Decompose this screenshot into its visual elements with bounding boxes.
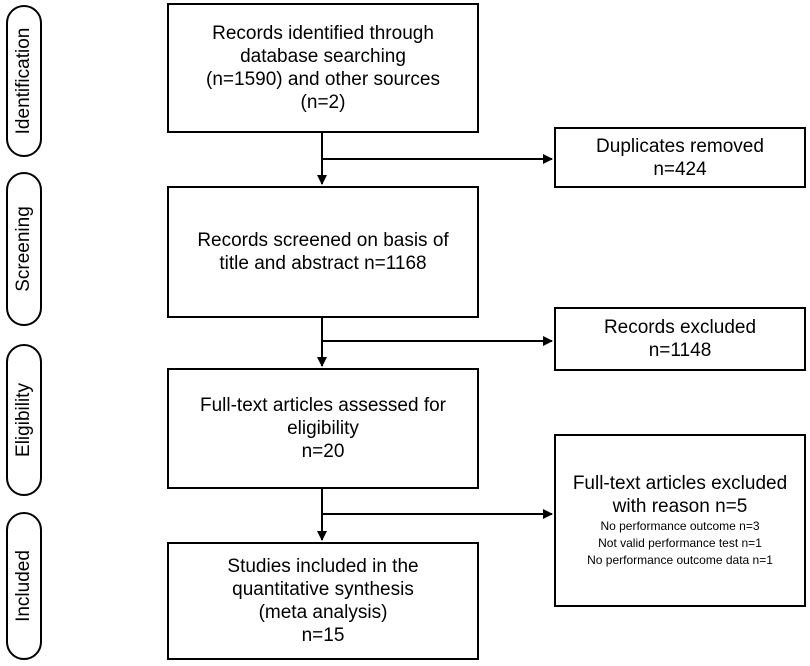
assessed-line-2: eligibility <box>287 418 359 439</box>
fulltext-excluded-line-1: Full-text articles excluded <box>572 473 788 494</box>
included-line-3: (meta analysis) <box>258 602 388 623</box>
assessed-line-3: n=20 <box>301 441 345 462</box>
exclusion-reason-3: No performance outcome data n=1 <box>587 553 773 567</box>
box-records-excluded: Records excluded n=1148 <box>554 307 806 371</box>
excluded-line-1: Records excluded <box>603 317 757 338</box>
box-records-screened: Records screened on basis of title and a… <box>167 186 479 318</box>
assessed-line-1: Full-text articles assessed for <box>199 395 447 416</box>
box-studies-included: Studies included in the quantitative syn… <box>167 542 479 660</box>
included-line-2: quantitative synthesis <box>232 579 414 600</box>
duplicates-line-1: Duplicates removed <box>596 135 764 157</box>
identified-line-4: (n=2) <box>300 92 346 113</box>
exclusion-reason-2: Not valid performance test n=1 <box>598 536 762 550</box>
stage-screening: Screening <box>6 172 42 326</box>
identified-line-2: database searching <box>240 46 406 67</box>
included-line-1: Studies included in the <box>227 556 419 577</box>
stage-included: Included <box>6 512 42 660</box>
stage-identification: Identification <box>6 5 42 157</box>
box-records-identified: Records identified through database sear… <box>167 3 479 133</box>
exclusion-reason-1: No performance outcome n=3 <box>600 519 760 533</box>
duplicates-line-2: n=424 <box>653 158 707 180</box>
fulltext-excluded-line-2: with reason n=5 <box>612 496 748 517</box>
identified-line-1: Records identified through <box>212 23 434 44</box>
identified-line-3: (n=1590) and other sources <box>206 69 440 90</box>
box-duplicates-removed: Duplicates removed n=424 <box>554 127 806 188</box>
excluded-line-2: n=1148 <box>648 340 712 361</box>
stage-eligibility: Eligibility <box>6 344 42 496</box>
included-line-4: n=15 <box>301 625 345 646</box>
box-fulltext-assessed: Full-text articles assessed for eligibil… <box>167 368 479 489</box>
screened-line-1: Records screened on basis of <box>197 230 449 251</box>
screened-line-2: title and abstract n=1168 <box>219 253 427 274</box>
box-fulltext-excluded: Full-text articles excluded with reason … <box>554 434 806 607</box>
